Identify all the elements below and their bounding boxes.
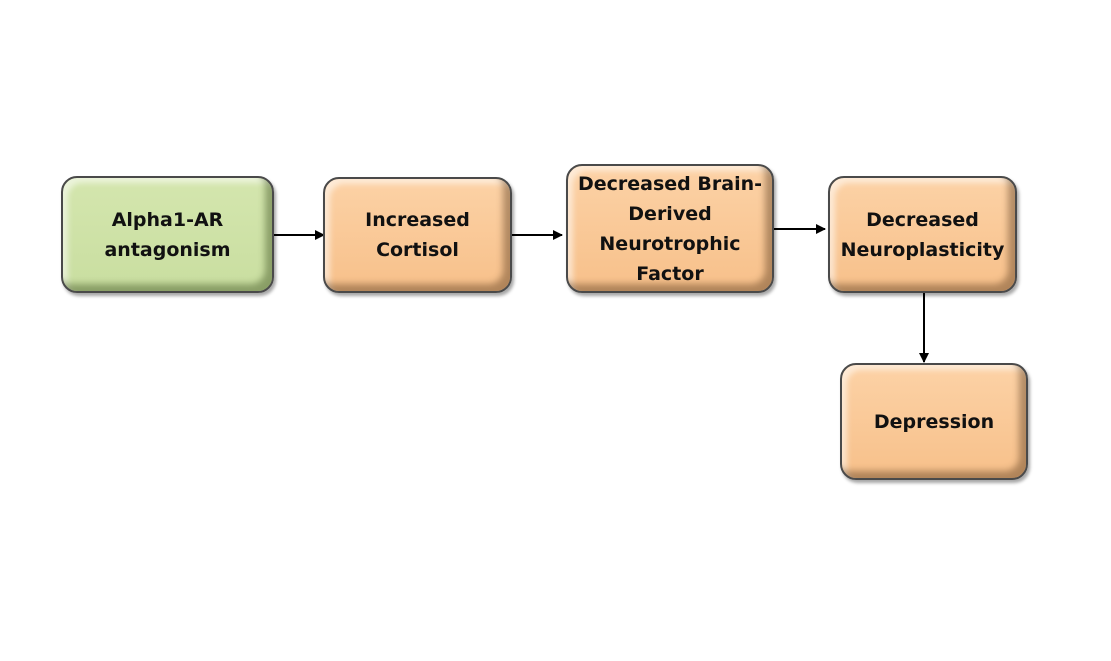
node-alpha1-ar-antagonism: Alpha1-AR antagonism	[61, 176, 274, 293]
node-decreased-neuroplasticity: Decreased Neuroplasticity	[828, 176, 1017, 293]
node-label: Depression	[873, 410, 995, 433]
node-increased-cortisol: Increased Cortisol	[323, 177, 512, 293]
node-decreased-bdnf: Decreased Brain- Derived Neurotrophic Fa…	[566, 164, 774, 293]
node-depression: Depression	[840, 363, 1028, 480]
node-label: Decreased Neuroplasticity	[840, 208, 1005, 261]
node-label: Increased Cortisol	[365, 209, 470, 261]
node-label: Decreased Brain- Derived Neurotrophic Fa…	[577, 172, 762, 285]
node-label: Alpha1-AR antagonism	[104, 208, 231, 261]
